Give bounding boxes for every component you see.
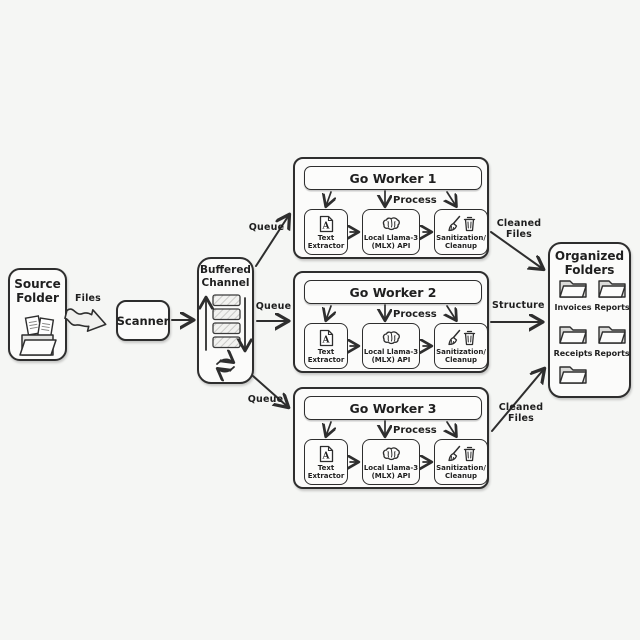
organized-folders-title: Organized Folders bbox=[554, 249, 625, 277]
buffered-channel-internals bbox=[197, 294, 254, 384]
queue-label-middle: Queue bbox=[255, 301, 292, 312]
buffered-channel-title: Buffered Channel bbox=[200, 264, 251, 289]
files-arrow-label: Files bbox=[74, 293, 102, 304]
open-folder-with-documents-icon bbox=[19, 315, 57, 356]
folder-label: Receipts bbox=[553, 349, 593, 358]
queue-slot bbox=[212, 336, 241, 349]
sanitization-step: Sanitization/ Cleanup bbox=[434, 323, 488, 369]
folder-reports-2 bbox=[597, 322, 627, 345]
folder-icon bbox=[559, 280, 587, 298]
folder-invoices bbox=[558, 276, 588, 299]
text-extractor-step: A Text Extractor bbox=[304, 323, 348, 369]
folder-icon bbox=[598, 326, 626, 344]
folder-icon bbox=[559, 326, 587, 344]
svg-text:A: A bbox=[321, 221, 330, 231]
trash-icon bbox=[463, 216, 475, 232]
brain-icon bbox=[382, 446, 400, 460]
trash-icon bbox=[463, 330, 475, 346]
worker-2-title-bar: Go Worker 2 bbox=[304, 280, 482, 304]
worker-3-title: Go Worker 3 bbox=[349, 400, 437, 416]
folder-unlabeled bbox=[558, 362, 588, 385]
broom-icon bbox=[447, 445, 460, 462]
folder-label: Invoices bbox=[554, 303, 592, 312]
worker-internal-arrows bbox=[295, 420, 491, 491]
go-worker-1-box: Go Worker 1 Process A Text Extractor Loc… bbox=[293, 157, 489, 259]
worker-3-title-bar: Go Worker 3 bbox=[304, 396, 482, 420]
worker-internal-arrows bbox=[295, 304, 491, 375]
local-llama-step: Local Llama-3 (MLX) API bbox=[362, 323, 420, 369]
local-llama-step: Local Llama-3 (MLX) API bbox=[362, 209, 420, 255]
broom-icon bbox=[447, 215, 460, 232]
folder-icon bbox=[598, 280, 626, 298]
process-label: Process bbox=[393, 309, 437, 320]
loop-refresh-icon bbox=[217, 359, 234, 371]
svg-text:A: A bbox=[321, 335, 330, 345]
document-a-icon: A bbox=[319, 215, 333, 232]
brain-icon bbox=[382, 216, 400, 230]
trash-icon bbox=[463, 446, 475, 462]
folder-receipts bbox=[558, 322, 588, 345]
queue-slot bbox=[212, 322, 241, 335]
process-label: Process bbox=[393, 425, 437, 436]
folder-reports-1 bbox=[597, 276, 627, 299]
broom-icon bbox=[447, 329, 460, 346]
queue-slot bbox=[212, 308, 241, 321]
folder-icon bbox=[559, 366, 587, 384]
queue-slot bbox=[212, 294, 241, 307]
worker-2-title: Go Worker 2 bbox=[349, 284, 437, 300]
go-worker-2-box: Go Worker 2 Process A Text Extractor Loc… bbox=[293, 271, 489, 373]
source-folder-box: Source Folder bbox=[8, 268, 67, 361]
organized-folders-box: Organized Folders Invoices Reports bbox=[548, 242, 631, 398]
document-a-icon: A bbox=[319, 445, 333, 462]
worker-1-title: Go Worker 1 bbox=[349, 170, 437, 186]
sanitization-step: Sanitization/ Cleanup bbox=[434, 439, 488, 485]
go-worker-3-box: Go Worker 3 Process A Text Extractor Loc… bbox=[293, 387, 489, 489]
cleaned-files-label-bottom: Cleaned Files bbox=[498, 402, 544, 424]
source-folder-title: Source Folder bbox=[14, 277, 61, 305]
queue-label-top: Queue bbox=[248, 222, 285, 233]
text-extractor-step: A Text Extractor bbox=[304, 439, 348, 485]
text-extractor-step: A Text Extractor bbox=[304, 209, 348, 255]
svg-text:A: A bbox=[321, 451, 330, 461]
folder-label: Reports bbox=[594, 303, 630, 312]
sanitization-step: Sanitization/ Cleanup bbox=[434, 209, 488, 255]
files-block-arrow bbox=[64, 308, 107, 332]
brain-icon bbox=[382, 330, 400, 344]
structure-label: Structure bbox=[492, 300, 545, 311]
scanner-label: Scanner bbox=[116, 313, 170, 328]
document-a-icon: A bbox=[319, 329, 333, 346]
process-label: Process bbox=[393, 195, 437, 206]
folder-label: Reports bbox=[594, 349, 630, 358]
scanner-box: Scanner bbox=[116, 300, 170, 341]
worker-1-title-bar: Go Worker 1 bbox=[304, 166, 482, 190]
queue-label-bottom: Queue bbox=[247, 394, 284, 405]
local-llama-step: Local Llama-3 (MLX) API bbox=[362, 439, 420, 485]
cleaned-files-label-top: Cleaned Files bbox=[496, 218, 542, 240]
worker-internal-arrows bbox=[295, 190, 491, 261]
